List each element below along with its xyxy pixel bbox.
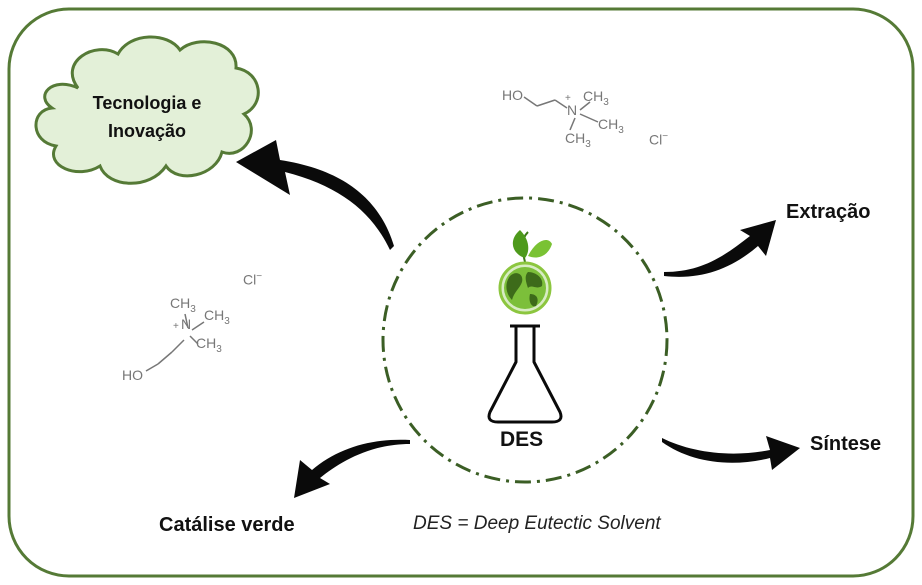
molecule-ho-top: HO [502, 87, 523, 103]
molecule-ch3-top-c: CH3 [565, 130, 591, 150]
des-definition: DES = Deep Eutectic Solvent [413, 513, 661, 534]
cloud-line-2: Inovação [107, 121, 187, 141]
choline-molecule-left-bonds [145, 313, 205, 372]
arrow-to-innovation [236, 140, 394, 250]
molecule-n-top: N [567, 102, 578, 118]
flask-icon [487, 324, 563, 424]
arrow-to-catalysis [294, 439, 410, 498]
des-circle [381, 196, 669, 484]
leaves-icon [512, 230, 552, 263]
molecule-n-left: N [181, 316, 192, 332]
molecule-plus-left: + [173, 321, 179, 332]
globe-icon [498, 261, 552, 315]
arrow-icon [236, 140, 800, 498]
molecule-ch3-left-a: CH3 [170, 295, 196, 315]
cloud-shape [34, 35, 260, 185]
extraction-label: Extração [786, 201, 871, 223]
green-catalysis-label: Catálise verde [159, 514, 295, 536]
arrow-to-synthesis [662, 436, 800, 470]
choline-molecule-top-bonds [523, 96, 599, 131]
innovation-cloud-label: Tecnologia e Inovação [62, 89, 232, 145]
synthesis-label: Síntese [810, 433, 882, 455]
molecule-ch3-top-b: CH3 [598, 116, 624, 136]
molecule-ho-left: HO [122, 367, 143, 383]
molecule-plus-top: + [565, 93, 571, 104]
des-label: DES [500, 428, 544, 451]
molecule-cl-left: Cl− [243, 271, 263, 288]
arrow-to-extraction [664, 220, 776, 277]
molecule-cl-top: Cl− [649, 131, 669, 148]
molecule-ch3-top-a: CH3 [583, 88, 609, 108]
molecule-ch3-left-c: CH3 [196, 335, 222, 355]
cloud-line-1: Tecnologia e [92, 93, 202, 113]
molecule-ch3-left-b: CH3 [204, 307, 230, 327]
